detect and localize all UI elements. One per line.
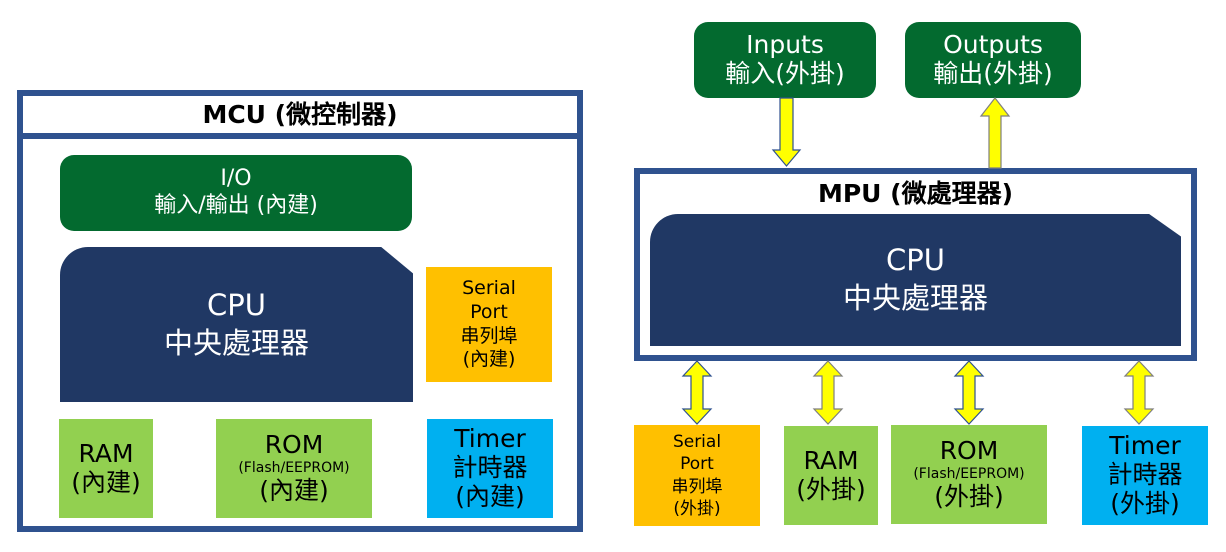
mpu-inputs-sublabel: 輸入(外掛) xyxy=(725,59,845,88)
mcu-timer-label: Timer xyxy=(454,424,526,454)
mcu-rom-label: ROM xyxy=(264,430,324,460)
mcu-rom-block: ROM (Flash/EEPROM) (內建) xyxy=(216,419,372,518)
mpu-rom-label: ROM xyxy=(939,436,999,466)
mcu-timer-block: Timer 計時器 (內建) xyxy=(427,419,553,518)
mpu-serial-label-3: 串列埠 xyxy=(671,476,723,497)
mpu-cpu-label: CPU xyxy=(886,243,945,278)
mpu-serial-port-block: Serial Port 串列埠 (外掛) xyxy=(634,425,760,526)
inputs-down-arrow-icon xyxy=(771,97,802,167)
mpu-timer-sublabel-2: (外掛) xyxy=(1110,488,1180,518)
mpu-timer-sublabel-1: 計時器 xyxy=(1107,460,1183,490)
mpu-serial-label-2: Port xyxy=(680,454,714,475)
mpu-rom-block: ROM (Flash/EEPROM) (外掛) xyxy=(891,425,1047,524)
mcu-serial-port-block: Serial Port 串列埠 (內建) xyxy=(426,267,552,382)
serial-port-double-arrow-icon xyxy=(681,360,713,425)
mpu-inputs-label: Inputs xyxy=(746,30,824,60)
mcu-ram-block: RAM (內建) xyxy=(59,419,153,518)
mcu-io-label: I/O xyxy=(220,166,252,192)
mpu-cpu-block: CPU 中央處理器 xyxy=(650,214,1181,346)
mpu-inputs-block: Inputs 輸入(外掛) xyxy=(694,22,876,98)
mcu-rom-type: (Flash/EEPROM) xyxy=(238,460,350,477)
mpu-title: MPU (微處理器) xyxy=(640,178,1191,210)
mcu-serial-label-4: (內建) xyxy=(462,348,516,371)
mpu-serial-label-1: Serial xyxy=(672,432,722,453)
mpu-timer-label: Timer xyxy=(1109,431,1181,461)
mcu-title-text: MCU (微控制器) xyxy=(202,99,398,129)
mcu-cpu-block: CPU 中央處理器 xyxy=(60,247,413,402)
mpu-ram-block: RAM (外掛) xyxy=(784,426,878,525)
mpu-title-text: MPU (微處理器) xyxy=(817,179,1014,209)
ram-double-arrow-icon xyxy=(812,360,844,425)
mcu-cpu-label: CPU xyxy=(207,287,266,322)
mcu-title: MCU (微控制器) xyxy=(23,96,577,133)
mcu-cpu-sublabel: 中央處理器 xyxy=(163,325,309,360)
mpu-outputs-sublabel: 輸出(外掛) xyxy=(933,59,1053,88)
mcu-io-block: I/O 輸入/輸出 (內建) xyxy=(60,155,412,231)
rom-double-arrow-icon xyxy=(953,360,985,425)
mcu-serial-label-2: Port xyxy=(470,300,508,323)
mpu-cpu-sublabel: 中央處理器 xyxy=(842,281,988,315)
mpu-rom-type: (Flash/EEPROM) xyxy=(913,466,1025,483)
mpu-ram-label: RAM xyxy=(803,445,859,475)
mcu-serial-label-3: 串列埠 xyxy=(460,324,518,347)
mcu-title-divider xyxy=(17,133,583,139)
mcu-rom-sublabel: (內建) xyxy=(259,475,329,505)
mcu-ram-label: RAM xyxy=(78,438,134,468)
mcu-timer-sublabel-2: (內建) xyxy=(455,481,525,511)
mcu-ram-sublabel: (內建) xyxy=(71,467,141,497)
mcu-timer-sublabel-1: 計時器 xyxy=(452,453,528,483)
outputs-up-arrow-icon xyxy=(979,97,1011,169)
mpu-timer-block: Timer 計時器 (外掛) xyxy=(1082,426,1208,525)
mcu-io-sublabel: 輸入/輸出 (內建) xyxy=(154,193,318,218)
timer-double-arrow-icon xyxy=(1123,360,1155,425)
mpu-outputs-block: Outputs 輸出(外掛) xyxy=(905,22,1081,98)
mpu-rom-sublabel: (外掛) xyxy=(934,481,1004,511)
mcu-serial-label-1: Serial xyxy=(462,277,516,299)
mpu-ram-sublabel: (外掛) xyxy=(796,474,866,504)
mpu-outputs-label: Outputs xyxy=(943,30,1043,60)
mpu-serial-label-4: (外掛) xyxy=(673,498,721,519)
